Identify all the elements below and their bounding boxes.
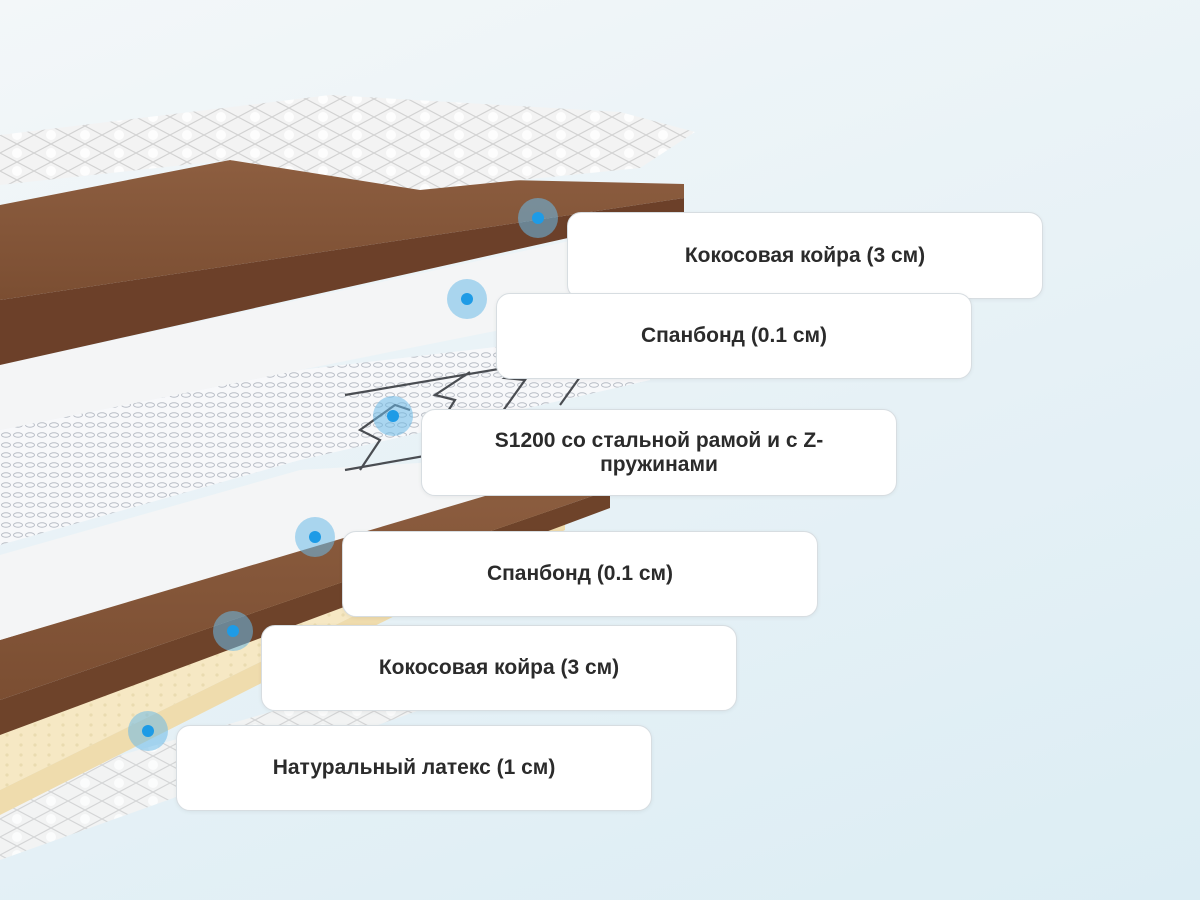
top-cover-layer [0, 95, 695, 190]
layer-label-coir-top: Кокосовая койра (3 см) [567, 212, 1043, 299]
layer-label-spunbond-top: Спанбонд (0.1 см) [496, 293, 972, 379]
hotspot-marker-coir-bottom[interactable] [213, 611, 253, 651]
hotspot-marker-spunbond-top[interactable] [447, 279, 487, 319]
upper-coir-layer [0, 160, 684, 300]
hotspot-marker-latex[interactable] [128, 711, 168, 751]
layer-label-spunbond-bottom: Спанбонд (0.1 см) [342, 531, 818, 617]
layer-label-coir-bottom: Кокосовая койра (3 см) [261, 625, 737, 711]
hotspot-marker-spring-block[interactable] [373, 396, 413, 436]
hotspot-marker-spunbond-bottom[interactable] [295, 517, 335, 557]
layer-label-spring-block: S1200 со стальной рамой и с Z-пружинами [421, 409, 897, 496]
upper-spunbond-layer [0, 230, 680, 430]
hotspot-marker-coir-top[interactable] [518, 198, 558, 238]
lower-coir-layer [0, 470, 610, 700]
layer-label-latex: Натуральный латекс (1 см) [176, 725, 652, 811]
